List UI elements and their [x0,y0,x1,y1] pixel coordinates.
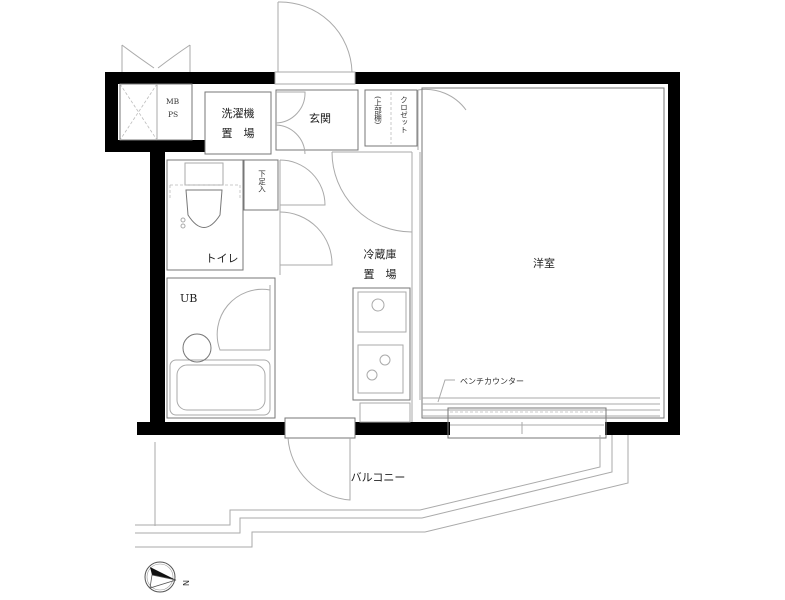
closet: (上部棚) クロゼット [364,88,467,150]
unit-bath: UB [166,277,276,419]
bench-counter-label: ベンチカウンター [460,377,524,386]
ps-label: PS [168,110,178,119]
western-room-label: 洋室 [533,256,555,270]
balcony-label: バルコニー [351,471,406,484]
compass-north-label: N [181,580,190,586]
fridge-space-label-2: 置 場 [364,268,397,281]
washer-label-2: 置 場 [222,127,255,140]
toilet-room: トイレ [166,159,244,271]
closet-upper-shelf-label: (上部棚) [373,96,382,124]
corridor-doors [279,151,421,422]
toilet-label: トイレ [206,252,239,265]
shoe-cabinet-label: 下足入 [257,170,266,193]
western-room: 洋室 ベンチカウンター [421,87,665,439]
shoe-cabinet: 下足入 [243,159,279,211]
unit-bath-label: UB [180,292,197,305]
washer-space: 洗濯機 置 場 [204,91,272,155]
entrance: 玄関 [274,1,359,155]
mb-label: MB [166,97,180,106]
balcony: バルコニー [135,417,629,548]
mb-ps-shaft: MB PS [119,44,193,141]
fridge-space-label: 冷蔵庫 [364,247,397,261]
washer-label: 洗濯機 [222,106,255,120]
compass-icon: N [144,561,190,593]
closet-label: クロゼット [399,96,408,134]
entrance-label: 玄関 [309,111,331,125]
exterior-walls [105,72,680,435]
kitchen: 冷蔵庫 置 場 [352,247,411,423]
